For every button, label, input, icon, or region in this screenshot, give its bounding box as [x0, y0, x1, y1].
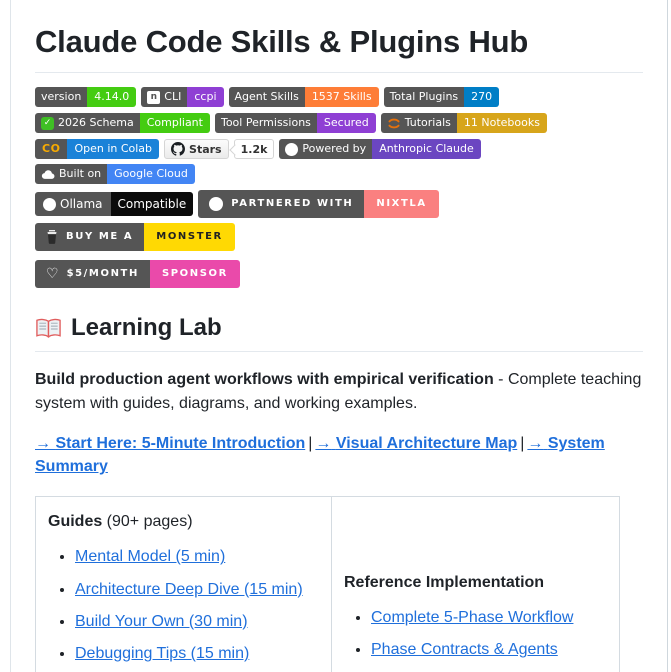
badge-tutorials-value: 11 Notebooks — [456, 113, 547, 133]
badge-partnered-nixtla[interactable]: PARTNERED WITH NIXTLA — [198, 190, 439, 218]
jupyter-icon — [388, 118, 400, 128]
colab-icon: CO — [42, 142, 61, 155]
guide-link-debugging-tips[interactable]: Debugging Tips (15 min) — [75, 644, 250, 662]
badge-tutorials[interactable]: Tutorials 11 Notebooks — [380, 113, 547, 133]
list-item: Debugging Tips (15 min) — [75, 642, 319, 665]
badge-cli-value: ccpi — [187, 87, 224, 107]
badge-ollama[interactable]: Ollama Compatible — [35, 192, 194, 216]
guides-cell: Guides (90+ pages) Mental Model (5 min) … — [35, 496, 332, 672]
badge-tutorials-label: Tutorials — [404, 116, 451, 129]
guides-header: Guides (90+ pages) — [48, 513, 193, 531]
link-architecture-map[interactable]: → Visual Architecture Map — [315, 435, 518, 452]
badge-partner-value: NIXTLA — [364, 190, 439, 218]
reference-list: Complete 5-Phase Workflow Phase Contract… — [344, 606, 607, 661]
badge-colab-value: Open in Colab — [67, 139, 160, 159]
badge-powered-by-label: Powered by — [302, 142, 367, 155]
coffee-icon — [47, 230, 57, 244]
link-start-here[interactable]: → Start Here: 5-Minute Introduction — [35, 435, 306, 452]
list-item: Phase Contracts & Agents — [371, 638, 607, 661]
badge-built-on[interactable]: Built on Google Cloud — [35, 164, 195, 184]
badge-ollama-value: Compatible — [110, 192, 194, 216]
arrow-icon: → — [527, 435, 544, 452]
badge-version-value: 4.14.0 — [87, 87, 137, 107]
badge-schema[interactable]: ✓ 2026 Schema Compliant — [35, 113, 210, 133]
link-separator: | — [308, 435, 313, 452]
badge-row-4: Ollama Compatible PARTNERED WITH NIXTLA — [35, 190, 643, 251]
badge-agent-skills[interactable]: Agent Skills 1537 Skills — [228, 87, 379, 107]
badge-tool-permissions[interactable]: Tool Permissions Secured — [214, 113, 376, 133]
badge-built-on-label: Built on — [59, 167, 102, 180]
badge-sponsor-value: SPONSOR — [149, 260, 240, 288]
partner-icon — [209, 197, 224, 211]
intro-bold: Build production agent workflows with em… — [35, 371, 494, 388]
table-row: Guides (90+ pages) Mental Model (5 min) … — [35, 496, 620, 672]
badge-version-label: version — [35, 87, 88, 107]
badge-row-2: ✓ 2026 Schema Compliant Tool Permissions… — [35, 113, 643, 133]
npm-icon: n — [147, 90, 161, 104]
quick-links: → Start Here: 5-Minute Introduction|→ Vi… — [35, 432, 643, 478]
badge-ollama-label: Ollama — [60, 197, 103, 211]
badge-row-5: ♡ $5/MONTH SPONSOR — [35, 260, 643, 288]
page-title: Claude Code Skills & Plugins Hub — [35, 24, 643, 73]
section-heading-learning-lab: Learning Lab — [35, 314, 643, 352]
link-separator: | — [520, 435, 525, 452]
section-title: Learning Lab — [71, 314, 222, 341]
stars-label: Stars — [189, 142, 222, 156]
list-item: Mental Model (5 min) — [75, 545, 319, 568]
badge-open-in-colab[interactable]: CO Open in Colab — [35, 139, 160, 159]
open-book-icon — [36, 318, 61, 338]
badge-version[interactable]: version 4.14.0 — [35, 87, 137, 107]
badge-total-plugins-value: 270 — [464, 87, 500, 107]
guide-link-build-your-own[interactable]: Build Your Own (30 min) — [75, 612, 248, 630]
reference-link-5-phase-workflow[interactable]: Complete 5-Phase Workflow — [371, 608, 574, 626]
badge-row-3: CO Open in Colab Stars 1.2k Powered by — [35, 139, 643, 184]
intro-paragraph: Build production agent workflows with em… — [35, 368, 643, 416]
cloud-icon — [41, 169, 55, 179]
badge-sponsor[interactable]: ♡ $5/MONTH SPONSOR — [35, 260, 240, 288]
badge-built-on-value: Google Cloud — [107, 164, 195, 184]
badge-tool-permissions-value: Secured — [316, 113, 376, 133]
badge-schema-label: 2026 Schema — [58, 116, 134, 129]
badge-total-plugins-label: Total Plugins — [383, 87, 465, 107]
badge-github-stars[interactable]: Stars 1.2k — [164, 139, 275, 159]
badge-tool-permissions-label: Tool Permissions — [214, 113, 317, 133]
badge-cli[interactable]: n CLI ccpi — [141, 87, 224, 107]
arrow-icon: → — [35, 435, 51, 452]
arrow-icon: → — [315, 435, 332, 452]
badge-buy-me-a-monster[interactable]: BUY ME A MONSTER — [35, 223, 235, 251]
guide-link-architecture-deep-dive[interactable]: Architecture Deep Dive (15 min) — [75, 580, 303, 598]
guides-list: Mental Model (5 min) Architecture Deep D… — [48, 545, 319, 672]
ollama-icon — [43, 197, 56, 211]
heart-icon: ♡ — [46, 266, 59, 282]
badge-agent-skills-value: 1537 Skills — [304, 87, 379, 107]
list-item: Architecture Deep Dive (15 min) — [75, 578, 319, 601]
learning-lab-table: Guides (90+ pages) Mental Model (5 min) … — [35, 496, 620, 672]
badge-sponsor-label: $5/MONTH — [66, 268, 139, 279]
badge-powered-by-value: Anthropic Claude — [372, 139, 481, 159]
badge-row-1: version 4.14.0 n CLI ccpi Agent Skills 1… — [35, 87, 643, 107]
badge-coffee-value: MONSTER — [144, 223, 235, 251]
anthropic-icon — [285, 142, 299, 156]
badge-total-plugins[interactable]: Total Plugins 270 — [383, 87, 500, 107]
reference-cell: Reference Implementation Complete 5-Phas… — [331, 496, 620, 672]
guide-link-mental-model[interactable]: Mental Model (5 min) — [75, 548, 226, 566]
stars-count: 1.2k — [233, 139, 275, 159]
badge-schema-value: Compliant — [139, 113, 210, 133]
link-system-summary[interactable]: → System Summary — [35, 435, 605, 476]
list-item: Build Your Own (30 min) — [75, 610, 319, 633]
badge-coffee-label: BUY ME A — [66, 231, 134, 242]
list-item: Complete 5-Phase Workflow — [371, 606, 607, 629]
github-icon — [171, 142, 186, 156]
reference-link-phase-contracts[interactable]: Phase Contracts & Agents — [371, 641, 558, 659]
check-icon: ✓ — [41, 116, 54, 130]
badge-cli-label: CLI — [164, 90, 182, 103]
badge-agent-skills-label: Agent Skills — [228, 87, 305, 107]
reference-header: Reference Implementation — [344, 573, 545, 591]
badge-partner-label: PARTNERED WITH — [231, 198, 354, 209]
intro-rest: - Complete teaching system with guides, … — [35, 371, 642, 412]
badge-powered-by[interactable]: Powered by Anthropic Claude — [279, 139, 481, 159]
readme-container: Claude Code Skills & Plugins Hub version… — [10, 0, 668, 672]
